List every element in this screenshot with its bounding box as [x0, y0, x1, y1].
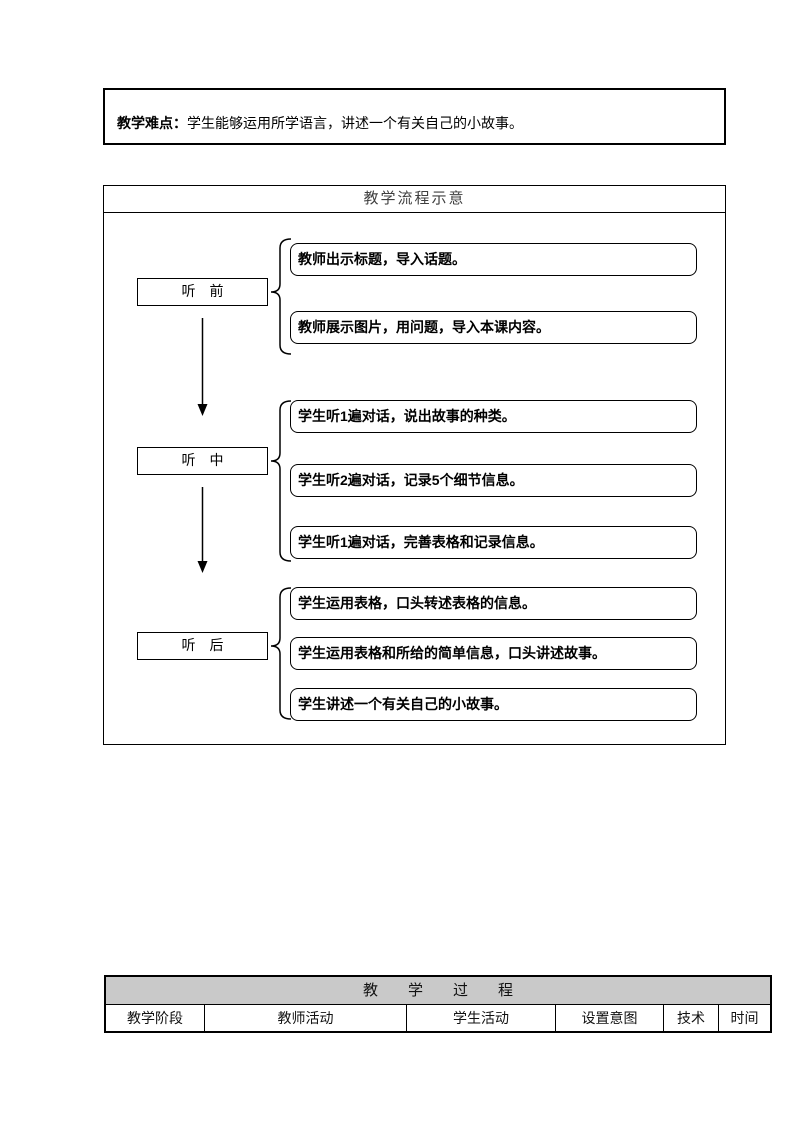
step-box-pre-1: 教师出示标题，导入话题。	[290, 243, 697, 276]
stage-box-pre-listening: 听 前	[137, 278, 268, 306]
step-box-pre-2: 教师展示图片，用问题，导入本课内容。	[290, 311, 697, 344]
column-header-design-intent: 设置意图	[555, 1005, 663, 1031]
step-box-post-1: 学生运用表格，口头转述表格的信息。	[290, 587, 697, 620]
step-box-while-3: 学生听1遍对话，完善表格和记录信息。	[290, 526, 697, 559]
teaching-process-header-row: 教学阶段 教师活动 学生活动 设置意图 技术 时间	[106, 1005, 770, 1031]
teaching-difficulty-text: 教学难点：学生能够运用所学语言，讲述一个有关自己的小故事。	[105, 90, 724, 132]
teaching-difficulty-label: 教学难点：	[117, 115, 187, 131]
step-box-while-2: 学生听2遍对话，记录5个细节信息。	[290, 464, 697, 497]
flowchart-title: 教学流程示意	[104, 186, 725, 213]
column-header-time: 时间	[718, 1005, 770, 1031]
flowchart-box: 教学流程示意	[103, 185, 726, 745]
column-header-teacher-activity: 教师活动	[204, 1005, 406, 1031]
column-header-teaching-stage: 教学阶段	[127, 1010, 183, 1026]
teaching-process-title: 教 学 过 程	[106, 977, 770, 1005]
stage-box-post-listening: 听 后	[137, 632, 268, 660]
teaching-difficulty-value: 学生能够运用所学语言，讲述一个有关自己的小故事。	[187, 115, 523, 131]
step-box-while-1: 学生听1遍对话，说出故事的种类。	[290, 400, 697, 433]
teaching-difficulty-box: 教学难点：学生能够运用所学语言，讲述一个有关自己的小故事。	[103, 88, 726, 145]
step-box-post-2: 学生运用表格和所给的简单信息，口头讲述故事。	[290, 637, 697, 670]
stage-box-while-listening: 听 中	[137, 447, 268, 475]
step-box-post-3: 学生讲述一个有关自己的小故事。	[290, 688, 697, 721]
teaching-process-table: 教 学 过 程 教学阶段 教师活动 学生活动 设置意图 技术 时间	[104, 975, 772, 1033]
column-header-student-activity: 学生活动	[406, 1005, 555, 1031]
column-header-technology: 技术	[663, 1005, 718, 1031]
